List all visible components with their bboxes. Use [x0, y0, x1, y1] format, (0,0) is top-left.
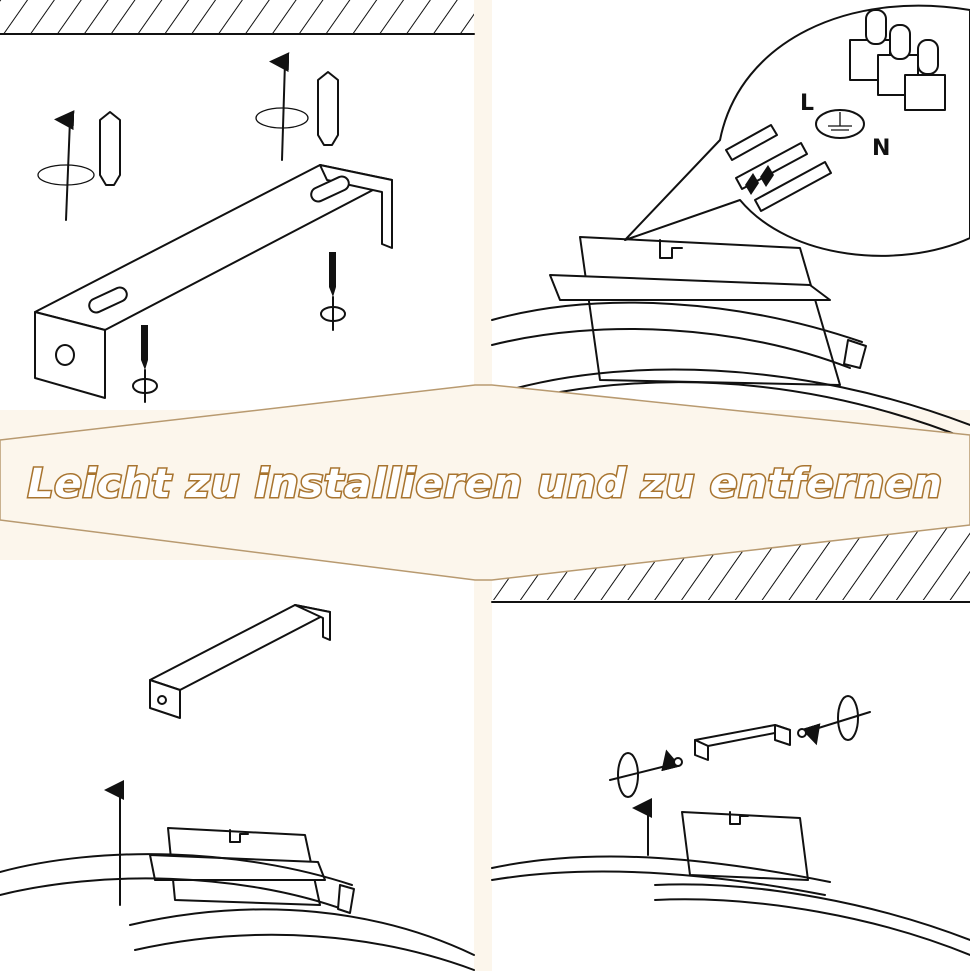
wall-plug-left: [37, 110, 121, 221]
bracket-small: [149, 604, 331, 719]
lamp-body: [0, 827, 475, 971]
neutral-label: N: [872, 136, 890, 161]
panel-mount-bracket: [0, 0, 475, 410]
panel-lift-lamp: [0, 560, 475, 971]
rotate-icon: [37, 164, 95, 186]
rotate-icon: [255, 107, 309, 129]
arrow-up-icon: [269, 52, 290, 161]
rotate-icon: [837, 695, 859, 741]
screw-left: [132, 325, 158, 403]
arrow-up-icon: [54, 110, 75, 221]
bracket-small: [694, 724, 791, 761]
rotate-icon: [132, 378, 158, 394]
banner-title: Leicht zu installieren und zu entfernen: [28, 461, 943, 507]
wall-plug-right: [255, 52, 339, 161]
panel-fasten-screws: [491, 505, 970, 971]
screw-right: [797, 695, 871, 746]
ceiling-hatch: [0, 0, 474, 34]
bracket-hole: [55, 344, 75, 366]
live-label: L: [800, 91, 814, 116]
screw-left: [609, 749, 683, 798]
rotate-icon: [617, 752, 639, 798]
wiring-detail-callout: L N: [624, 4, 970, 257]
earth-ground-icon: [815, 109, 865, 139]
screw-right: [320, 252, 346, 331]
rotate-icon: [320, 306, 346, 322]
panel-connect-wires: L N: [491, 0, 970, 441]
bracket: [34, 164, 393, 399]
wires: [725, 124, 832, 212]
lamp-body: [491, 811, 970, 956]
title-banner: Leicht zu installieren und zu entfernen: [0, 384, 970, 581]
lamp-body: [491, 236, 970, 441]
terminal-block: [849, 9, 946, 111]
